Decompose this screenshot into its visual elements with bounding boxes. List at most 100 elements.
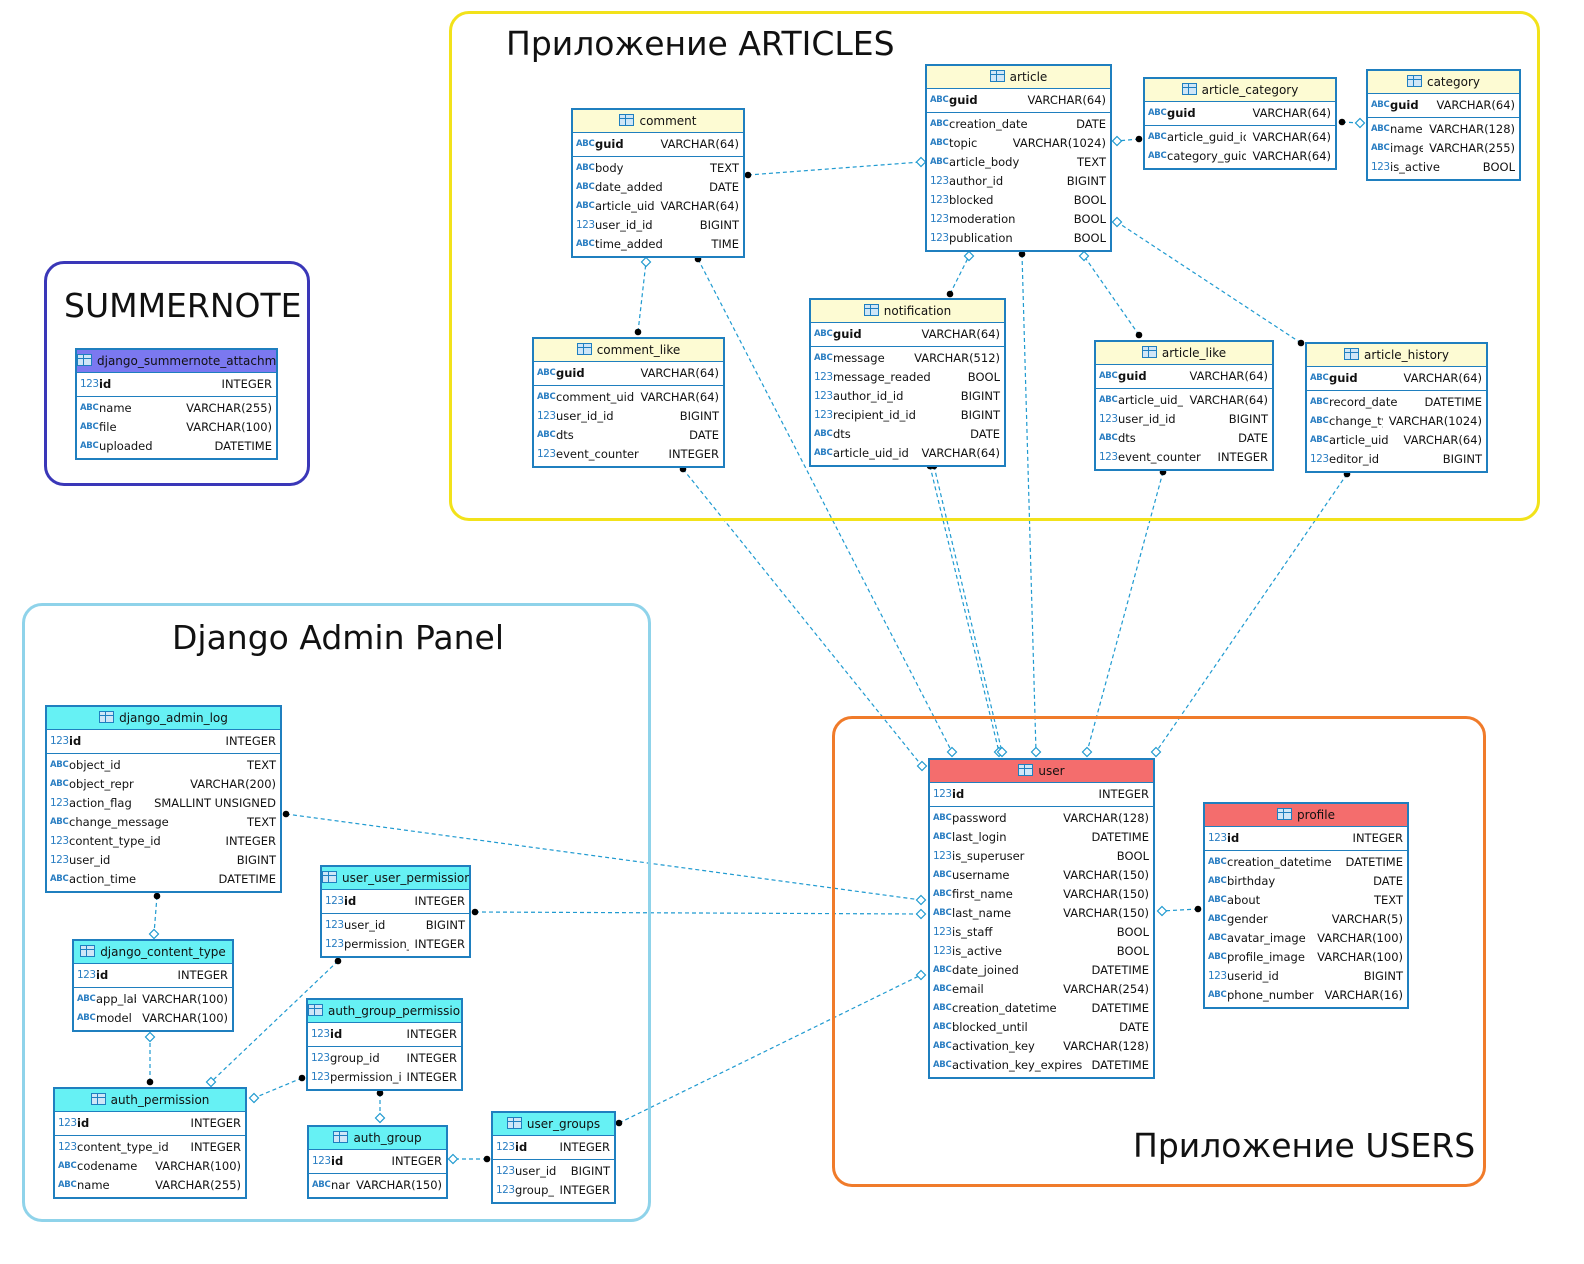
table-header[interactable]: article_like — [1096, 342, 1272, 365]
table-header[interactable]: category — [1368, 71, 1519, 94]
table-header[interactable]: article_history — [1307, 344, 1486, 367]
table-header[interactable]: comment_like — [534, 339, 723, 362]
table-header[interactable]: profile — [1205, 804, 1407, 827]
table-header[interactable]: auth_group_permissions — [308, 1000, 461, 1023]
table-header[interactable]: comment — [573, 110, 743, 133]
table-header[interactable]: django_summernote_attachment — [77, 350, 276, 373]
table-header[interactable]: user_user_permissions — [322, 867, 469, 890]
table-header[interactable]: auth_group — [309, 1127, 446, 1150]
table-header[interactable]: auth_permission — [55, 1089, 245, 1112]
table-header[interactable]: user_groups — [493, 1113, 614, 1136]
table-auth-group[interactable]: auth_group123idINTEGERABCnameVARCHAR(150… — [307, 1125, 448, 1199]
table-header[interactable]: django_content_type — [74, 941, 232, 964]
table-header[interactable]: django_admin_log — [47, 707, 280, 730]
table-header[interactable]: article — [927, 66, 1110, 89]
